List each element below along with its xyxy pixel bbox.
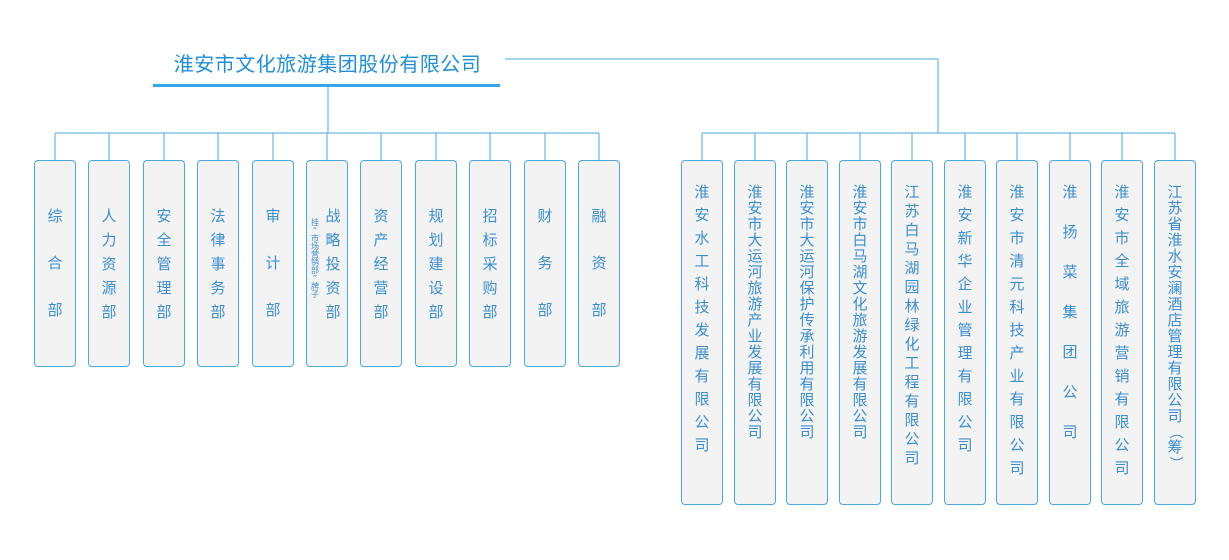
subsidiary-box[interactable]: 江苏省淮水安澜酒店管理有限公司（筹） [1154, 160, 1196, 505]
org-title: 淮安市文化旅游集团股份有限公司 [173, 52, 482, 76]
department-note: 挂“市场营销部”牌子 [311, 218, 319, 299]
department-box[interactable]: 战略投资部挂“市场营销部”牌子 [306, 160, 348, 367]
subsidiary-box[interactable]: 淮安市清元科技产业有限公司 [996, 160, 1038, 505]
subsidiary-name: 淮安新华企业管理有限公司 [957, 183, 973, 454]
department-name: 融资部 [591, 207, 607, 319]
subsidiary-box[interactable]: 淮安水工科技发展有限公司 [681, 160, 723, 505]
subsidiary-box[interactable]: 淮扬菜集团公司 [1049, 160, 1091, 505]
department-box[interactable]: 综合部 [34, 160, 76, 367]
department-name: 安全管理部 [156, 207, 172, 321]
subsidiary-name: 淮安市清元科技产业有限公司 [1009, 183, 1025, 477]
department-box[interactable]: 财务部 [524, 160, 566, 367]
department-box[interactable]: 融资部 [578, 160, 620, 367]
department-name: 规划建设部 [428, 207, 444, 321]
department-box[interactable]: 规划建设部 [415, 160, 457, 367]
department-box[interactable]: 安全管理部 [143, 160, 185, 367]
subsidiary-box[interactable]: 淮安市白马湖文化旅游发展有限公司 [839, 160, 881, 505]
department-box[interactable]: 法律事务部 [197, 160, 239, 367]
subsidiary-name: 淮安市大运河保护传承利用有限公司 [799, 183, 815, 441]
subsidiary-name: 淮安市大运河旅游产业发展有限公司 [747, 183, 763, 441]
department-name: 招标采购部 [482, 207, 498, 321]
department-name: 资产经营部 [373, 207, 389, 321]
department-name: 人力资源部 [101, 207, 117, 321]
subsidiary-name: 淮安水工科技发展有限公司 [694, 183, 710, 454]
department-box[interactable]: 审计部 [252, 160, 294, 367]
department-box[interactable]: 人力资源部 [88, 160, 130, 367]
department-name: 综合部 [47, 207, 63, 319]
subsidiary-name: 淮安市全域旅游营销有限公司 [1114, 183, 1130, 477]
subsidiary-box[interactable]: 淮安市大运河保护传承利用有限公司 [786, 160, 828, 505]
subsidiary-name: 江苏白马湖园林绿化工程有限公司 [904, 183, 920, 467]
subsidiary-box[interactable]: 淮安市全域旅游营销有限公司 [1101, 160, 1143, 505]
subsidiary-box[interactable]: 江苏白马湖园林绿化工程有限公司 [891, 160, 933, 505]
department-name: 战略投资部 [325, 207, 341, 321]
department-name: 财务部 [537, 207, 553, 319]
department-name: 审计部 [265, 207, 281, 319]
department-name: 法律事务部 [210, 207, 226, 321]
subsidiary-name: 江苏省淮水安澜酒店管理有限公司（筹） [1167, 183, 1183, 471]
department-box[interactable]: 资产经营部 [360, 160, 402, 367]
subsidiary-box[interactable]: 淮安市大运河旅游产业发展有限公司 [734, 160, 776, 505]
subsidiary-box[interactable]: 淮安新华企业管理有限公司 [944, 160, 986, 505]
subsidiary-name: 淮安市白马湖文化旅游发展有限公司 [852, 183, 868, 441]
title-underline [153, 84, 500, 87]
subsidiary-name: 淮扬菜集团公司 [1062, 183, 1078, 441]
department-box[interactable]: 招标采购部 [469, 160, 511, 367]
